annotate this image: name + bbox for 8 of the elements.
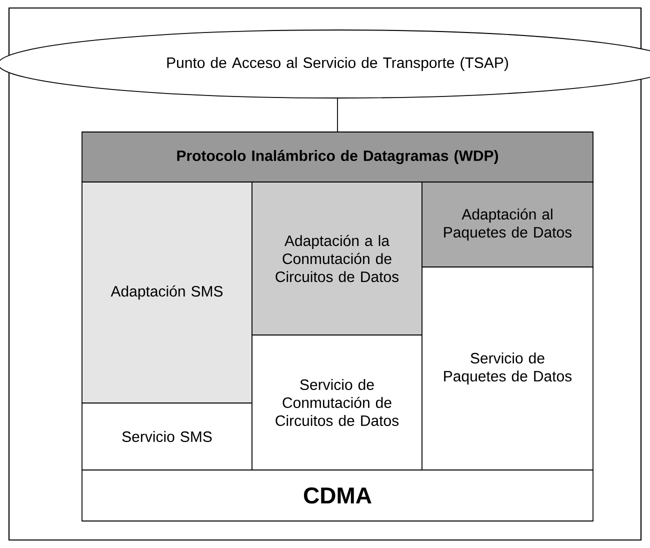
connector-line <box>337 98 338 132</box>
layer-box: Servicio SMS <box>82 402 252 470</box>
layer-box: Servicio de Paquetes de Datos <box>422 266 594 470</box>
layer-box: Adaptación SMS <box>82 182 252 404</box>
layer-box: Adaptación a la Conmutación de Circuitos de Datos <box>252 182 422 336</box>
layer-box: Protocolo Inalámbrico de Datagramas (WDP) <box>82 132 594 182</box>
node-label: Punto de Acceso al Servicio de Transporte (TSAP) <box>167 57 508 71</box>
layer-box: Adaptación al Paquetes de Datos <box>422 182 594 268</box>
